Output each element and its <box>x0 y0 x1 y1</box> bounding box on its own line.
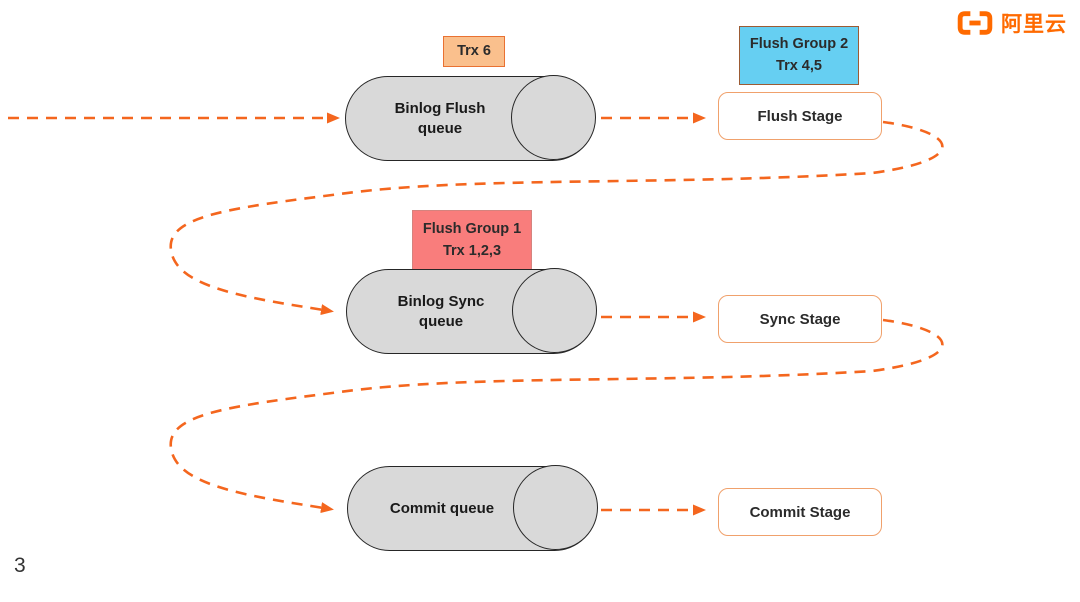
tag-trx6-line1: Trx 6 <box>457 42 491 59</box>
tag-flush-group-1-line2: Trx 1,2,3 <box>442 242 502 259</box>
tag-trx6: Trx 6 <box>443 36 505 67</box>
alibaba-cloud-brackets-icon <box>957 11 993 35</box>
alibaba-cloud-logo: 阿里云 <box>954 10 1067 36</box>
sync-stage-label: Sync Stage <box>759 310 841 328</box>
tag-flush-group-2-line2: Trx 4,5 <box>776 57 822 74</box>
commit-queue-node: Commit queue <box>347 465 598 551</box>
page-number: 3 <box>14 554 26 577</box>
arrow-sync-stage-to-commit-queue <box>169 318 944 514</box>
arrow-flush-stage-to-sync-queue <box>169 120 944 316</box>
commit-stage-node: Commit Stage <box>718 488 882 536</box>
sync-stage-node: Sync Stage <box>718 295 882 343</box>
tag-flush-group-2-line1: Flush Group 2 <box>749 36 849 53</box>
commit-queue-label: Commit queue <box>352 467 532 550</box>
tag-flush-group-1-line1: Flush Group 1 <box>422 221 522 238</box>
binlog-sync-queue-node: Binlog Sync queue <box>346 268 597 354</box>
flush-stage-node: Flush Stage <box>718 92 882 140</box>
alibaba-cloud-logo-text: 阿里云 <box>1001 13 1067 36</box>
binlog-sync-queue-label-line2: queue <box>418 312 464 330</box>
binlog-flush-queue-label-line2: queue <box>417 119 463 137</box>
binlog-flush-queue-label-line1: Binlog Flush <box>394 100 486 117</box>
tag-flush-group-2: Flush Group 2 Trx 4,5 <box>739 26 859 85</box>
tag-flush-group-1: Flush Group 1 Trx 1,2,3 <box>412 210 532 271</box>
cylinder-end-cap <box>511 268 597 354</box>
binlog-sync-queue-label-line1: Binlog Sync <box>397 293 485 310</box>
flush-stage-label: Flush Stage <box>757 107 843 125</box>
binlog-flush-queue-label: Binlog Flush queue <box>350 77 530 160</box>
binlog-flush-queue-node: Binlog Flush queue <box>345 75 596 161</box>
commit-queue-label-line1: Commit queue <box>389 499 495 517</box>
cylinder-end-cap <box>510 75 596 161</box>
binlog-sync-queue-label: Binlog Sync queue <box>351 270 531 353</box>
commit-stage-label: Commit Stage <box>749 503 851 521</box>
cylinder-end-cap <box>512 465 598 551</box>
